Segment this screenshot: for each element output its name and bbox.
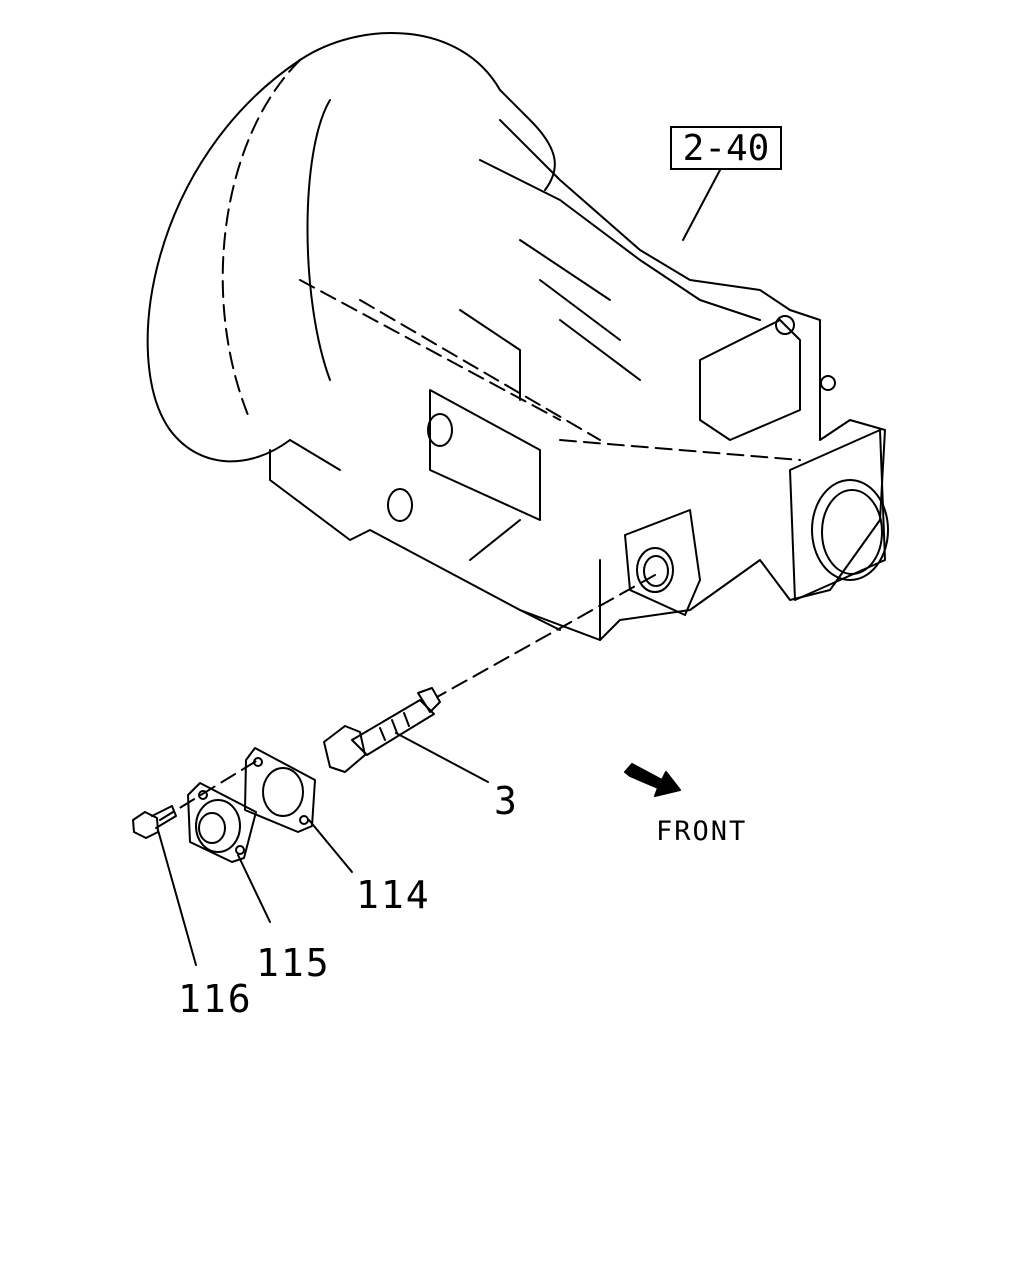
leader-part-3 [395, 732, 489, 783]
output-bore-inner [821, 489, 883, 575]
callout-part-115: 115 [256, 941, 331, 985]
stud-lower [387, 488, 413, 522]
part-3-speed-sensor [323, 687, 441, 773]
stud-upper [427, 413, 453, 447]
gasket-bolt-hole [253, 757, 263, 767]
callout-part-114: 114 [356, 873, 431, 917]
stud-small [820, 375, 836, 391]
adapter-flange [187, 782, 257, 863]
bell-housing [146, 31, 556, 431]
bell-housing-inner [306, 99, 331, 381]
callout-part-3: 3 [494, 779, 519, 823]
sensor-connector [323, 725, 366, 773]
callout-part-116: 116 [178, 977, 253, 1021]
bell-housing-rim [169, 429, 291, 463]
lower-housing-details [289, 439, 601, 641]
leader-part-116 [157, 829, 197, 966]
reference-leader [682, 169, 721, 241]
reference-box: 2-40 [670, 126, 782, 170]
sensor-threads [379, 712, 410, 741]
gasket-bolt-hole [299, 815, 309, 825]
adapter-bolt-hole [198, 790, 208, 800]
output-flange [789, 429, 886, 601]
leader-part-114 [308, 819, 353, 873]
bracket-axis-line [159, 759, 259, 821]
transmission-assembly [146, 31, 889, 641]
part-114-gasket [244, 747, 316, 833]
bell-housing-hidden-edge [221, 59, 301, 421]
stud-right [775, 315, 795, 335]
leader-part-115 [237, 854, 271, 923]
adapter-body [195, 799, 241, 853]
sensor-port-outer [636, 547, 674, 593]
case-top-ridge [479, 159, 761, 321]
gasket-hole [262, 767, 304, 817]
front-direction-label: FRONT [656, 816, 748, 847]
adapter-bore [198, 812, 226, 844]
bolt-shank [151, 805, 177, 829]
gasket-plate [244, 747, 316, 833]
sensor-hex [417, 687, 441, 713]
main-case [269, 119, 886, 641]
output-bore-outer [811, 479, 889, 581]
part-116-bolt [132, 805, 177, 839]
case-side-ribs [459, 239, 641, 401]
case-hidden-lines [299, 279, 801, 461]
sensor-body [351, 699, 435, 756]
sensor-port-inner [643, 555, 669, 587]
side-boss [699, 319, 801, 441]
front-arrow-icon [624, 763, 681, 797]
sensor-boss [624, 509, 701, 616]
case-panel [429, 389, 541, 521]
sensor-axis-line [436, 574, 656, 698]
part-115-adapter [187, 782, 257, 863]
adapter-bolt-hole [235, 845, 245, 855]
